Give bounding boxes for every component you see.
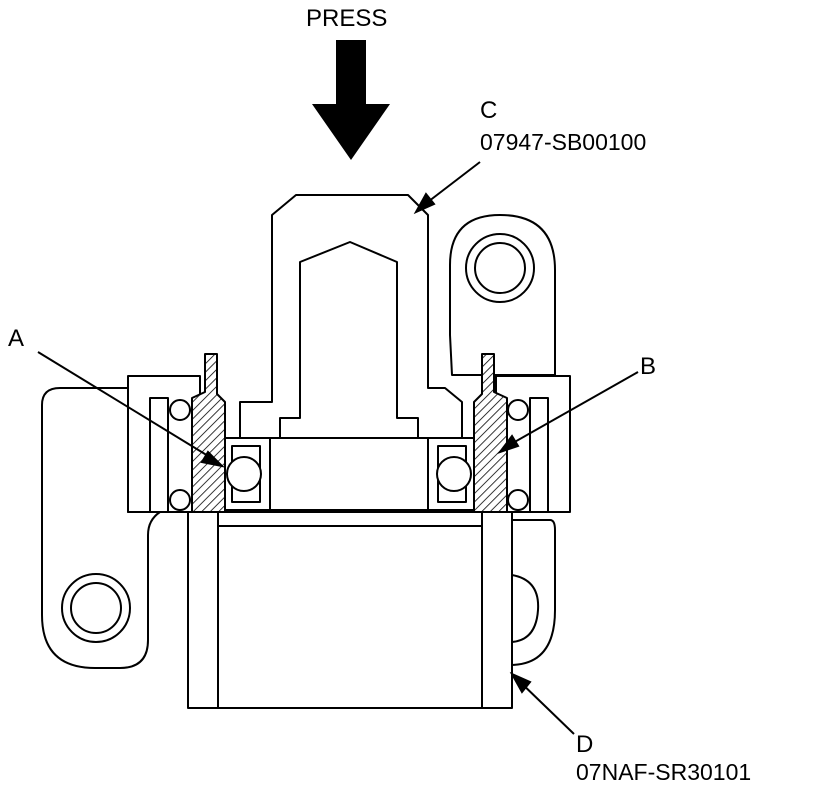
label-a: A <box>8 325 24 352</box>
bearing-ball-right <box>436 456 472 492</box>
press-label: PRESS <box>306 5 387 32</box>
leader-arrowhead-a <box>200 450 226 468</box>
upper-right-mounting-hole-inner <box>474 242 526 294</box>
bearing-center-band <box>269 437 429 511</box>
tool-c-inner-recess <box>279 241 419 441</box>
bearing-ball-left <box>226 456 262 492</box>
seal-ring-upper-right <box>507 399 529 421</box>
leader-arrowhead-d <box>509 671 532 694</box>
seal-right <box>529 397 549 513</box>
press-arrow-icon <box>312 40 390 160</box>
label-c: C <box>480 97 497 124</box>
leader-line-b <box>503 371 639 449</box>
label-d: D <box>576 731 593 758</box>
lower-right-mounting-hole <box>511 574 540 643</box>
lower-left-mounting-hole-inner <box>70 582 122 634</box>
leader-line-a <box>37 351 219 463</box>
seal-ring-lower-right <box>507 489 529 511</box>
leader-arrowhead-c <box>413 192 436 215</box>
tool-d-support-base <box>187 511 513 709</box>
seal-ring-lower-left <box>169 489 191 511</box>
part-number-c: 07947-SB00100 <box>480 129 646 155</box>
leader-arrowhead-b <box>497 434 520 454</box>
seal-left <box>149 397 169 513</box>
part-number-d: 07NAF-SR30101 <box>576 759 751 785</box>
seal-ring-upper-left <box>169 399 191 421</box>
label-b: B <box>640 353 656 380</box>
